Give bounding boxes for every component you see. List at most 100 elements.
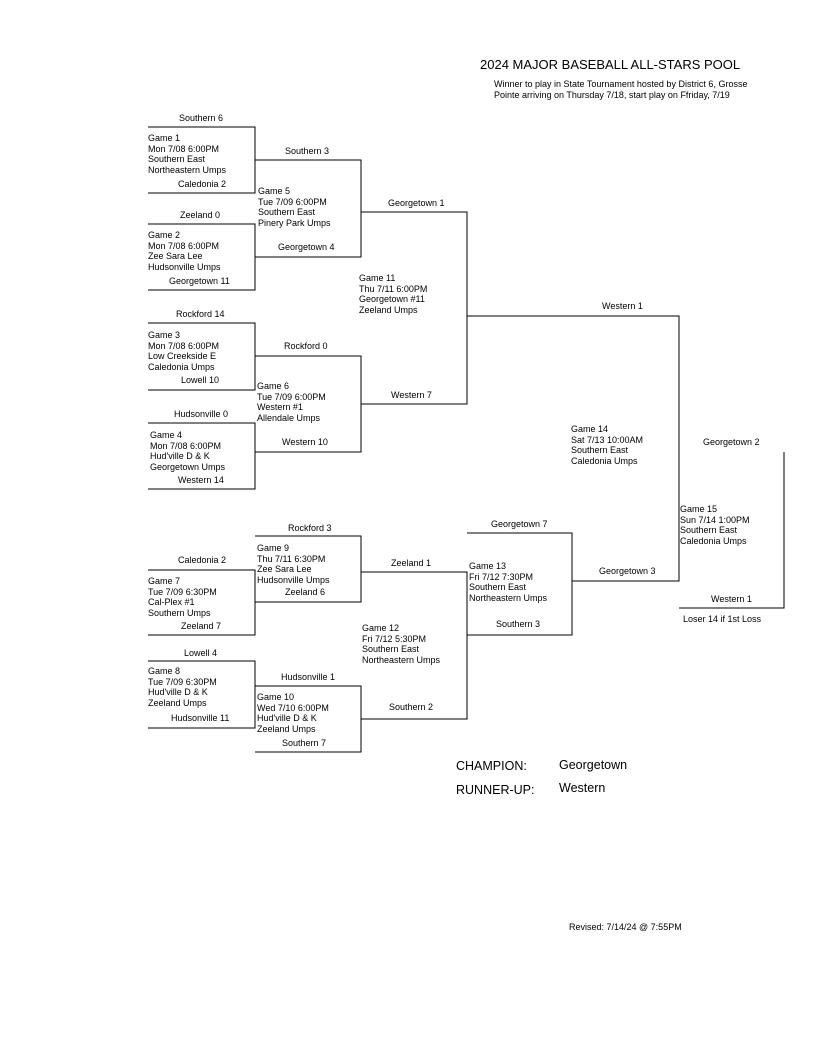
game-umps: Zeeland Umps: [359, 304, 418, 315]
game-4-info: Game 4 Mon 7/08 6:00PM Hud'ville D & K G…: [150, 430, 225, 472]
game-number: Game 3: [148, 330, 181, 340]
game-time: Mon 7/08 6:00PM: [150, 440, 222, 451]
game-umps: Allendale Umps: [257, 412, 321, 423]
team-label: Rockford 14: [176, 309, 225, 319]
revised-date: Revised: 7/14/24 @ 7:55PM: [569, 922, 682, 932]
team-label: Southern 6: [179, 113, 224, 123]
game-time: Tue 7/09 6:30PM: [148, 586, 217, 597]
game-time: Mon 7/08 6:00PM: [148, 240, 220, 251]
game-field: Georgetown #11: [359, 294, 425, 305]
game-number: Game 6: [257, 381, 290, 391]
game-field: Zee Sara Lee: [257, 564, 312, 575]
game-field: Hud'ville D & K: [150, 451, 210, 462]
game-umps: Northeastern Umps: [148, 164, 227, 175]
game-number: Game 10: [257, 692, 295, 702]
team-label: Rockford 0: [284, 341, 328, 351]
team-label: Hudsonville 11: [171, 713, 230, 723]
game-field: Southern East: [362, 644, 420, 655]
game-8-info: Game 8 Tue 7/09 6:30PM Hud'ville D & K Z…: [148, 666, 217, 708]
team-label: Hudsonville 0: [174, 409, 229, 419]
team-label: Lowell 10: [181, 375, 220, 385]
team-label: Zeeland 6: [285, 587, 326, 597]
team-label: Hudsonville 1: [281, 672, 336, 682]
game-umps: Caledonia Umps: [680, 535, 747, 546]
game-number: Game 2: [148, 230, 181, 240]
team-label: Georgetown 4: [278, 242, 335, 252]
team-label: Western 1: [711, 594, 752, 604]
game-6-info: Game 6 Tue 7/09 6:00PM Western #1 Allend…: [257, 381, 326, 423]
game-number: Game 13: [469, 561, 507, 571]
game-12-info: Game 12 Fri 7/12 5:30PM Southern East No…: [362, 623, 440, 665]
game-7-info: Game 7 Tue 7/09 6:30PM Cal-Plex #1 South…: [148, 576, 217, 618]
game-time: Fri 7/12 5:30PM: [362, 633, 427, 644]
game-1-info: Game 1 Mon 7/08 6:00PM Southern East Nor…: [148, 133, 226, 175]
champion-label: CHAMPION:: [456, 759, 527, 773]
game-number: Game 15: [680, 504, 718, 514]
game-umps: Southern Umps: [148, 607, 211, 618]
game-umps: Hudsonville Umps: [257, 574, 330, 585]
game-umps: Northeastern Umps: [362, 654, 441, 665]
game-2-info: Game 2 Mon 7/08 6:00PM Zee Sara Lee Huds…: [148, 230, 221, 272]
team-label: Zeeland 1: [391, 558, 432, 568]
team-label: Southern 3: [285, 146, 330, 156]
game-number: Game 5: [258, 186, 291, 196]
runner-up-label: RUNNER-UP:: [456, 783, 535, 797]
game-9-info: Game 9 Thu 7/11 6:30PM Zee Sara Lee Huds…: [257, 543, 330, 585]
game-5-info: Game 5 Tue 7/09 6:00PM Southern East Pin…: [258, 186, 331, 228]
game-field: Southern East: [571, 445, 629, 456]
game-umps: Northeastern Umps: [469, 592, 548, 603]
game-umps: Pinery Park Umps: [258, 217, 331, 228]
game-umps: Hudsonville Umps: [148, 261, 221, 272]
champion-value: Georgetown: [559, 758, 628, 772]
team-label: Georgetown 1: [388, 198, 445, 208]
team-label: Georgetown 2: [703, 437, 760, 447]
game-time: Thu 7/11 6:00PM: [359, 283, 428, 294]
game-time: Sat 7/13 10:00AM: [571, 434, 644, 445]
game-field: Western #1: [257, 402, 303, 413]
game-umps: Caledonia Umps: [571, 455, 638, 466]
game-field: Southern East: [258, 207, 316, 218]
game-11-info: Game 11 Thu 7/11 6:00PM Georgetown #11 Z…: [359, 273, 427, 315]
team-label: Lowell 4: [184, 648, 218, 658]
team-label: Georgetown 7: [491, 519, 548, 529]
team-label: Caledonia 2: [178, 555, 227, 565]
team-label: Caledonia 2: [178, 179, 227, 189]
game-time: Fri 7/12 7:30PM: [469, 571, 534, 582]
game-number: Game 9: [257, 543, 290, 553]
game-field: Cal-Plex #1: [148, 597, 195, 608]
game-umps: Zeeland Umps: [148, 697, 207, 708]
game-number: Game 14: [571, 424, 609, 434]
team-label: Southern 7: [282, 738, 327, 748]
game-10-info: Game 10 Wed 7/10 6:00PM Hud'ville D & K …: [257, 692, 329, 734]
game-time: Tue 7/09 6:30PM: [148, 676, 217, 687]
game-time: Mon 7/08 6:00PM: [148, 340, 220, 351]
game-number: Game 4: [150, 430, 183, 440]
game-number: Game 11: [359, 273, 396, 283]
game-umps: Caledonia Umps: [148, 361, 215, 372]
team-label: Southern 3: [496, 619, 541, 629]
game-3-info: Game 3 Mon 7/08 6:00PM Low Creekside E C…: [148, 330, 219, 372]
game-time: Tue 7/09 6:00PM: [258, 196, 327, 207]
tournament-note: Winner to play in State Tournament hoste…: [494, 79, 748, 100]
game-field: Hud'ville D & K: [148, 687, 208, 698]
game-field: Southern East: [148, 154, 206, 165]
runner-up-value: Western: [559, 781, 606, 795]
game-umps: Zeeland Umps: [257, 723, 316, 734]
game-14-info: Game 14 Sat 7/13 10:00AM Southern East C…: [571, 424, 643, 466]
team-label: Southern 2: [389, 702, 434, 712]
team-label: Western 14: [178, 475, 224, 485]
game-field: Southern East: [469, 582, 527, 593]
game-time: Tue 7/09 6:00PM: [257, 391, 326, 402]
game-time: Mon 7/08 6:00PM: [148, 143, 220, 154]
game-number: Game 12: [362, 623, 400, 633]
team-label: Zeeland 0: [180, 210, 221, 220]
game-field: Zee Sara Lee: [148, 251, 203, 262]
team-label: Rockford 3: [288, 523, 332, 533]
team-label: Georgetown 11: [169, 276, 230, 286]
game-field: Low Creekside E: [148, 351, 217, 362]
loser-note: Loser 14 if 1st Loss: [683, 614, 762, 624]
team-label: Western 10: [282, 437, 328, 447]
team-label: Western 7: [391, 390, 432, 400]
game-number: Game 8: [148, 666, 181, 676]
